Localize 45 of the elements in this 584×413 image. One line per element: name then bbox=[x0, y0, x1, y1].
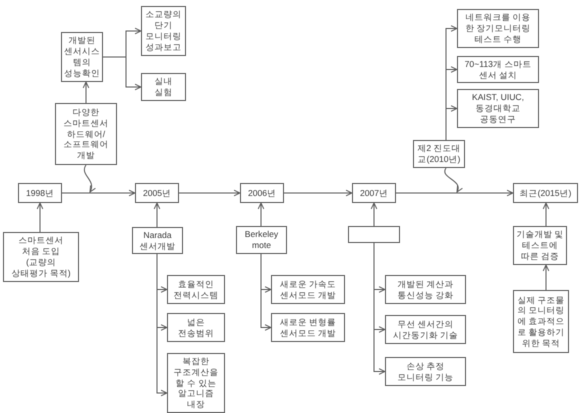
curved-arrow bbox=[444, 168, 462, 192]
note-box: 새로운 가속도 센서모드 개발 bbox=[271, 275, 345, 304]
note-box: 복잡한 구조계산을 할 수 있는 알고니즘 내장 bbox=[167, 353, 225, 413]
year-box: 2006년 bbox=[240, 183, 284, 203]
note-box: KAIST, UIUC, 동경대학교 공동연구 bbox=[457, 89, 539, 128]
note-box: 스마트센서 처음 도입 (교량의 상태평가 목적) bbox=[3, 232, 79, 282]
arrow bbox=[374, 242, 386, 375]
arrow bbox=[370, 202, 378, 226]
arrow bbox=[446, 105, 458, 140]
arrow bbox=[178, 190, 240, 196]
note-box: 무선 센서간의 시간동기화 기술 bbox=[385, 315, 466, 344]
curved-arrow bbox=[84, 164, 96, 192]
note-box: Berkeley mote bbox=[236, 226, 287, 254]
note-box: 실내 실험 bbox=[141, 73, 186, 101]
note-box: 네트워크를 이용한 장기모니터링 테스트 수행 bbox=[457, 9, 539, 48]
note-box: 기술개발 및 테스트에 따른 검증 bbox=[513, 226, 567, 265]
year-box: 2005년 bbox=[135, 183, 179, 203]
year-box: 2007년 bbox=[352, 183, 396, 203]
arrow bbox=[82, 82, 90, 104]
year-box: 최근(2015년) bbox=[513, 183, 578, 203]
year-box: 1998년 bbox=[18, 183, 62, 203]
note-box: 효율적인 전력시스템 bbox=[167, 275, 225, 304]
arrow bbox=[542, 202, 550, 226]
note-box: 소교량의 단기 모니터링 성과보고 bbox=[141, 6, 186, 56]
note-box: 손상 추정 모니터링 기능 bbox=[385, 357, 466, 386]
arrow bbox=[62, 190, 136, 196]
arrow bbox=[542, 264, 550, 290]
note-box: Narada 센서개발 bbox=[132, 227, 183, 254]
note-box: 새로운 변형률 센서모드 개발 bbox=[271, 313, 345, 342]
note-box: 개발된 센서시스템의 성능확인 bbox=[61, 32, 103, 82]
arrow bbox=[284, 190, 352, 196]
note-box: 제2 진도대교(2010년) bbox=[413, 140, 465, 168]
arrow bbox=[260, 254, 272, 331]
note-box: 넓은 전송범위 bbox=[167, 313, 225, 342]
empty-box bbox=[348, 226, 400, 243]
arrow bbox=[102, 56, 142, 90]
note-box: 개발된 계산과 통신성능 강화 bbox=[385, 275, 466, 304]
arrow bbox=[258, 202, 264, 226]
arrow bbox=[396, 190, 514, 196]
arrow bbox=[156, 254, 168, 396]
note-box: 70~113개 스마트 센서 설치 bbox=[457, 56, 539, 83]
arrow bbox=[36, 202, 44, 232]
arrow bbox=[154, 202, 160, 228]
note-box: 실제 구조물의 모니터링에 효과적으로 활용하기 위한 목적 bbox=[513, 290, 569, 353]
note-box: 다양한 스마트센서 하드웨어/소프트웨어 개발 bbox=[55, 103, 117, 165]
